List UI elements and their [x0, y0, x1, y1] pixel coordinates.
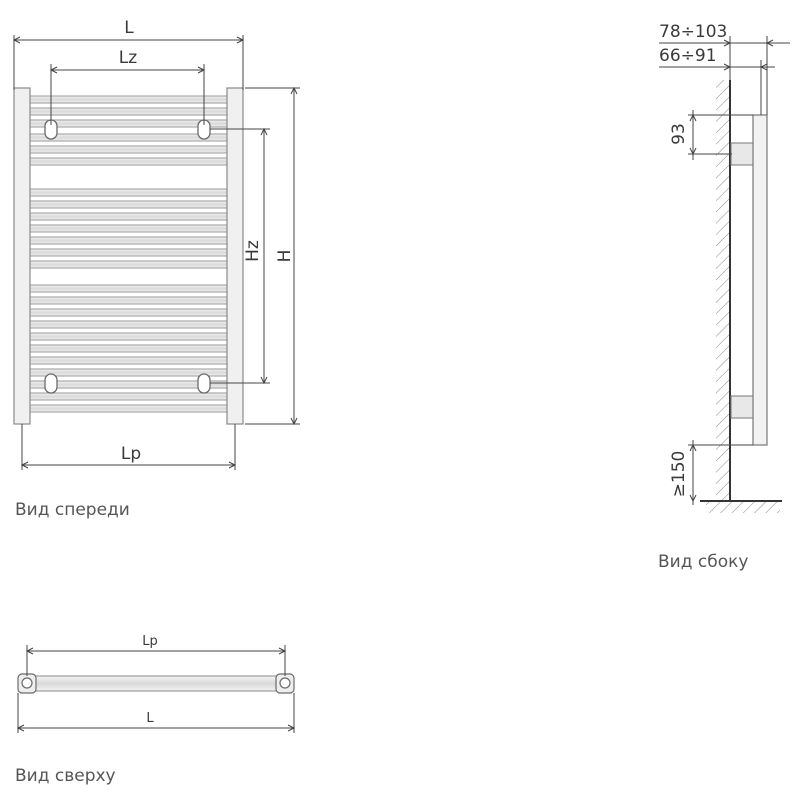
dim-line-depth-max [659, 36, 790, 115]
dim-label-height: H [275, 250, 295, 263]
side-view-caption: Вид сбоку [658, 552, 749, 572]
dim-line-pipe-width [20, 424, 237, 470]
front-view: L Lz Hz H [12, 18, 300, 470]
dim-label-width: L [124, 18, 134, 38]
right-post [226, 87, 244, 425]
floor-hatching [706, 501, 780, 513]
dim-label-connection-width: Lz [119, 48, 137, 68]
dim-line-height [245, 86, 300, 426]
top-view-end-caps [17, 673, 295, 694]
dim-line-width [12, 35, 245, 90]
radiator-side-body [752, 114, 768, 446]
dim-label-floor-clearance: ≥150 [669, 451, 689, 498]
horizontal-rails [27, 95, 229, 413]
left-post [13, 87, 31, 425]
top-view-body [29, 675, 283, 692]
dim-label-pipe-width: Lp [121, 444, 141, 464]
dim-line-top-pipe-width [25, 645, 287, 676]
upper-bracket [730, 142, 755, 166]
dim-line-floor-clearance [688, 440, 753, 505]
dim-label-depth-min: 66÷91 [659, 46, 717, 66]
dim-label-connection-height: Hz [243, 240, 263, 262]
top-view: Lp L [16, 634, 296, 733]
dim-line-connection-height [210, 127, 270, 385]
side-view: 78÷103 66÷91 93 ≥150 [659, 22, 790, 513]
dim-line-connection-width [49, 64, 206, 125]
lower-bracket [730, 395, 755, 419]
dim-line-top-width [16, 693, 296, 733]
dim-label-depth-max: 78÷103 [659, 22, 727, 42]
dim-line-top-offset [688, 110, 753, 160]
dim-label-top-offset: 93 [669, 123, 689, 145]
wall-hatching [716, 80, 730, 500]
top-view-caption: Вид сверху [15, 766, 116, 786]
dim-label-top-pipe-width: Lp [142, 634, 158, 649]
front-view-caption: Вид спереди [15, 500, 130, 520]
dim-label-top-width: L [146, 711, 154, 726]
dim-line-depth-min [659, 60, 775, 115]
